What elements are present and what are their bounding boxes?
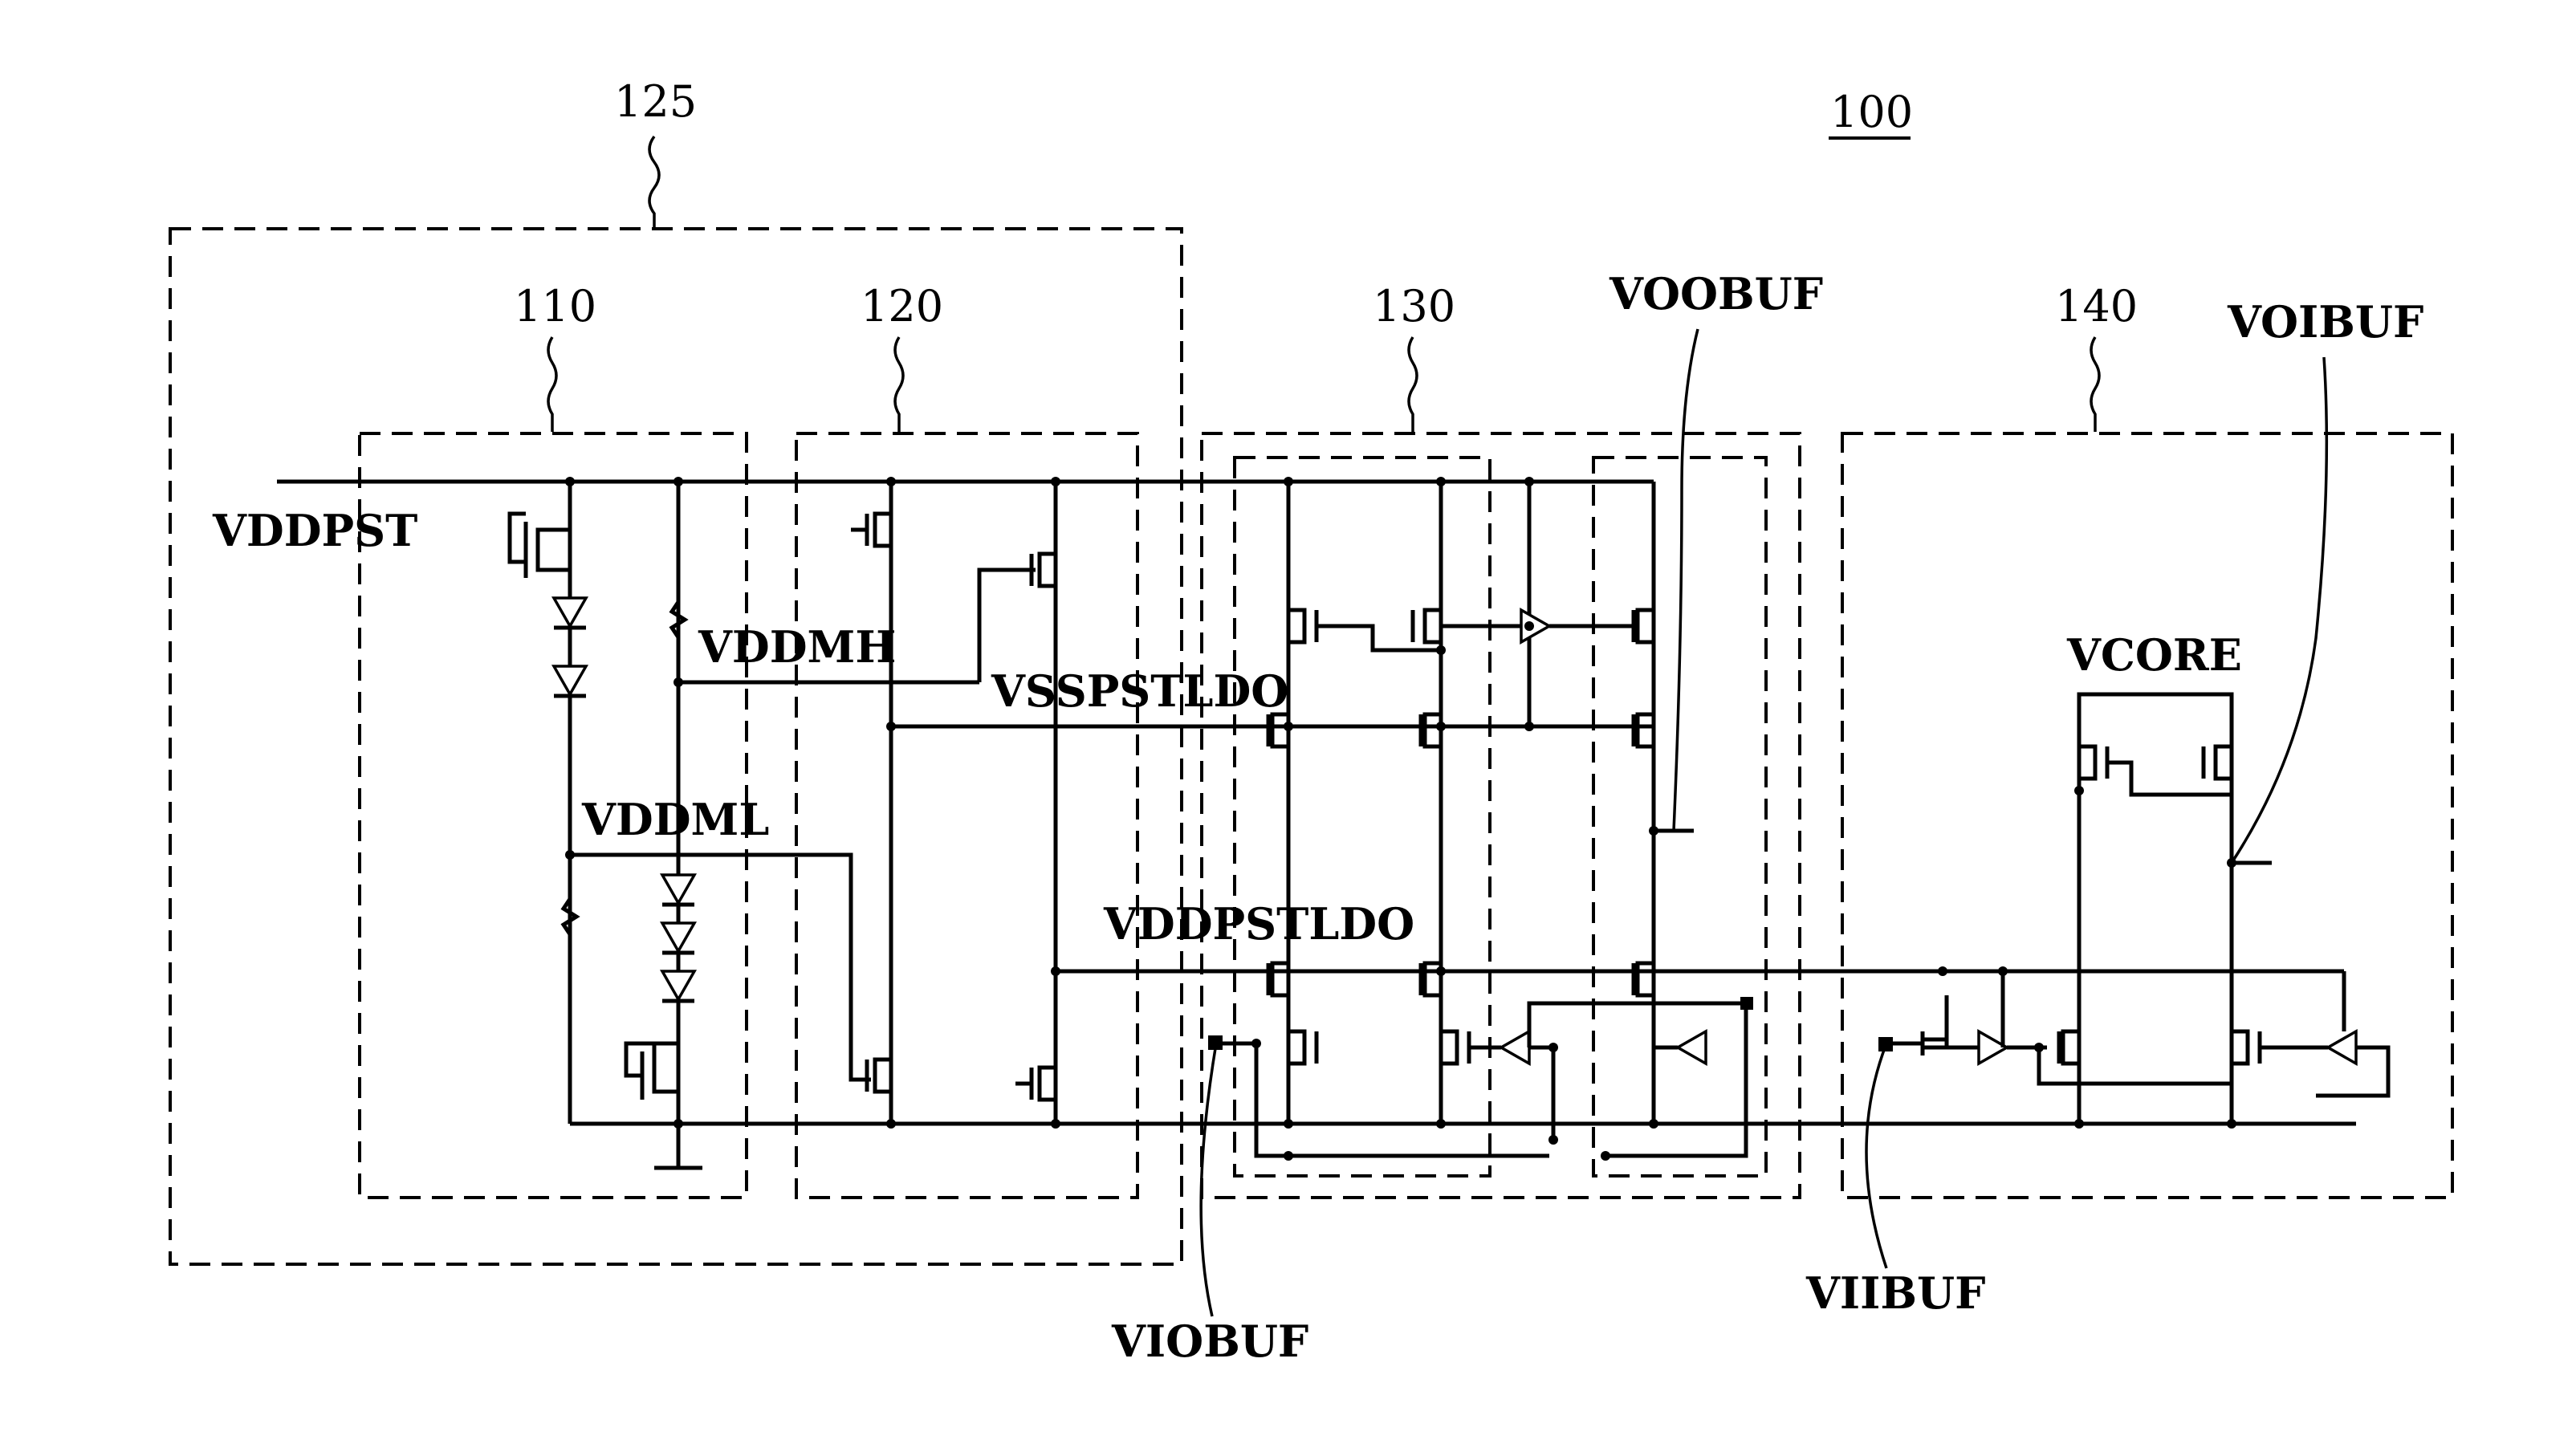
b130-mirror-gate <box>1316 626 1441 650</box>
b130-buffer-bot-right <box>1678 1031 1706 1064</box>
label-vcore: VCORE <box>2066 629 2242 681</box>
b130-loop-left <box>1216 1043 1549 1156</box>
b110-diode-1 <box>554 598 586 628</box>
vddml-wire <box>570 855 871 1080</box>
b110-bottom-transistor <box>626 1043 678 1100</box>
b130-mirror-right <box>1413 610 1441 642</box>
b130-transistor-vss-c <box>1634 714 1654 746</box>
b140-buffer-2 <box>2328 1031 2356 1064</box>
label-vddpst: VDDPST <box>212 505 417 556</box>
label-vddml: VDDML <box>581 794 769 845</box>
leader-110 <box>548 337 556 432</box>
ref-120: 120 <box>861 281 943 331</box>
b140-core-transistor-right <box>2232 1031 2260 1064</box>
b110-diode-5 <box>662 971 694 1001</box>
b110-diode-2 <box>554 666 586 696</box>
label-viibuf: VIIBUF <box>1805 1267 1986 1319</box>
b120-transistor-top-a <box>851 514 891 546</box>
block-130-inner-left-outline <box>1235 458 1490 1176</box>
leader-120 <box>895 337 903 432</box>
label-vddmh: VDDMH <box>698 621 896 673</box>
b110-diode-3 <box>662 875 694 905</box>
label-vddpstldo: VDDPSTLDO <box>1103 898 1414 950</box>
ref-140: 140 <box>2055 281 2138 331</box>
leader-125 <box>649 136 659 228</box>
label-viobuf: VIOBUF <box>1111 1316 1308 1367</box>
b120-transistor-bottom-b <box>1015 1068 1056 1100</box>
leader-140 <box>2091 337 2099 432</box>
b140-core-transistor-left <box>2059 1031 2079 1064</box>
block-120-outline <box>796 433 1137 1198</box>
b130-loop-right <box>1605 1003 1746 1156</box>
block-130-outline <box>1202 433 1800 1198</box>
vcore-rail <box>2079 694 2232 771</box>
leader-voobuf <box>1674 329 1698 831</box>
ref-130: 130 <box>1373 281 1455 331</box>
b120-transistor-bottom-a <box>867 1060 891 1092</box>
ref-110: 110 <box>514 281 596 331</box>
label-voobuf: VOOBUF <box>1609 268 1823 319</box>
b110-diode-transistor <box>510 514 570 578</box>
b130-transistor-low-a <box>1268 963 1288 995</box>
label-vsspstldo: VSSPSTLDO <box>991 665 1288 717</box>
ref-100: 100 <box>1830 87 1913 137</box>
b130-transistor-vss-b <box>1421 714 1441 746</box>
ref-125: 125 <box>614 76 697 127</box>
b130-feedback-upper <box>1529 1003 1746 1047</box>
b130-mirror-left <box>1288 610 1316 642</box>
leader-viibuf <box>1866 1043 1886 1268</box>
leader-130 <box>1409 337 1417 432</box>
b130-transistor-bot-a <box>1288 1031 1316 1064</box>
block-125-outline <box>170 229 1182 1264</box>
b120-transistor-top-b <box>1032 554 1056 586</box>
label-voibuf: VOIBUF <box>2227 296 2423 348</box>
b110-diode-4 <box>662 923 694 953</box>
b130-transistor-vss-a <box>1268 714 1288 746</box>
b130-buffer-bot-left <box>1501 1031 1529 1064</box>
b130-transistor-top-right <box>1634 610 1654 642</box>
b130-transistor-low-c <box>1634 963 1654 995</box>
b140-mirror-right <box>2204 746 2232 779</box>
b140-mirror-gate <box>2107 763 2232 795</box>
block-130-inner-right-outline <box>1593 458 1766 1176</box>
b140-mirror-left <box>2079 746 2107 779</box>
b130-transistor-bot-b <box>1441 1031 1469 1064</box>
b140-input-transistor <box>1890 995 1947 1055</box>
b130-pin-right <box>1740 997 1753 1010</box>
